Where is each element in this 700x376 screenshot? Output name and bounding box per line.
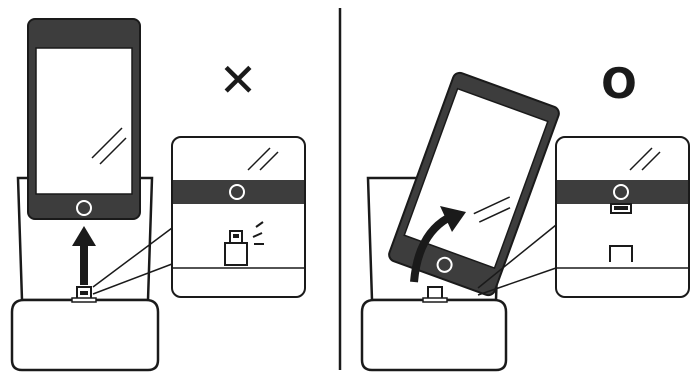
tilt-in-arrow-icon <box>410 206 466 283</box>
dock-connector <box>71 286 97 303</box>
smartphone-upright <box>27 18 141 220</box>
callout-line <box>477 224 557 289</box>
zoom-callout-correct <box>555 136 690 298</box>
panel-incorrect: ✕ <box>10 18 306 372</box>
callout-line <box>477 267 557 296</box>
lift-up-arrow-icon <box>72 226 96 285</box>
circle-mark-icon: O <box>601 59 637 108</box>
dock-connector <box>422 286 448 303</box>
callout-line <box>92 227 173 288</box>
zoom-callout-incorrect <box>171 136 306 298</box>
dock-base <box>360 298 508 372</box>
dock-base <box>10 298 160 372</box>
callout-line <box>92 263 173 295</box>
cross-mark-icon: ✕ <box>219 53 258 107</box>
panel-correct: O <box>360 59 690 372</box>
